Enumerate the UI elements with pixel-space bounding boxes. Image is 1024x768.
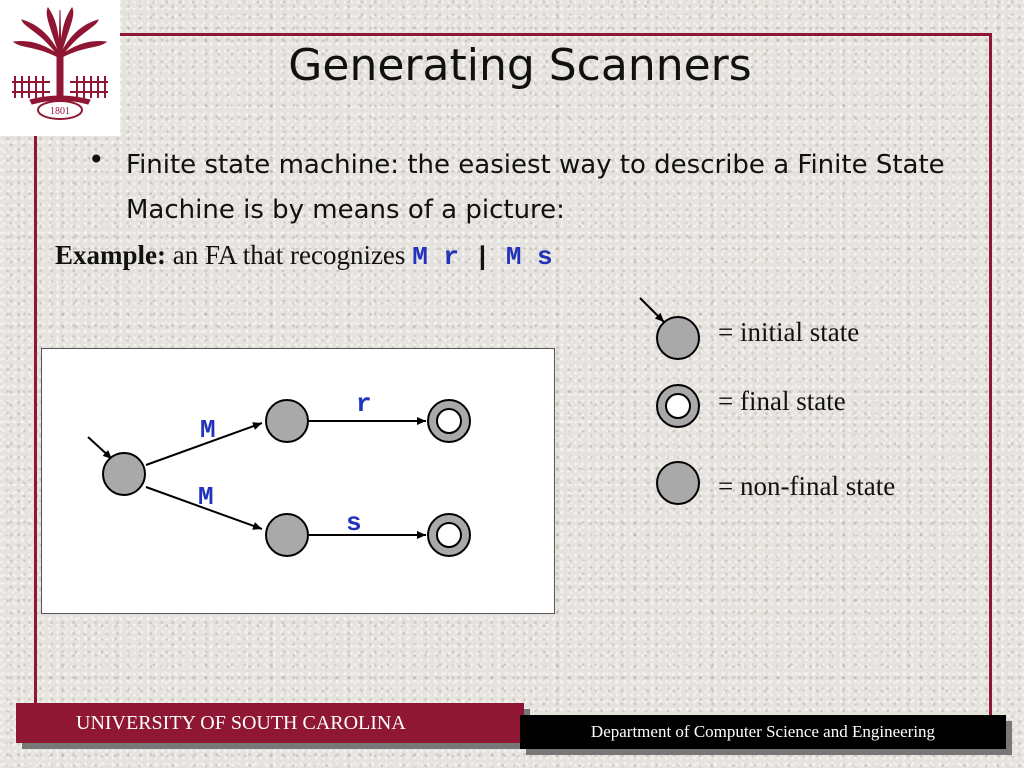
- regex-part-2: M s: [505, 242, 553, 272]
- legend-non-final-label: = non-final state: [718, 471, 896, 501]
- regex-expression: M r | M s: [412, 242, 552, 272]
- slide-title: Generating Scanners: [288, 40, 752, 91]
- example-text: an FA that recognizes: [166, 240, 413, 270]
- footer-university: UNIVERSITY OF SOUTH CAROLINA: [16, 703, 524, 743]
- lower-state-node: [265, 513, 309, 557]
- bullet-marker: •: [88, 143, 105, 176]
- upper-state-node: [265, 399, 309, 443]
- legend-final-state-icon: [656, 384, 700, 428]
- transition-start-to-lower: [145, 486, 263, 530]
- slide-frame-left: [34, 136, 37, 706]
- regex-part-1: M r: [412, 242, 459, 272]
- fa-diagram: M r M s: [41, 348, 555, 614]
- label-bottom-input: M: [198, 482, 214, 512]
- legend-symbols: [639, 297, 700, 505]
- fa-diagram-svg: M r M s: [87, 389, 471, 557]
- label-bottom-output: s: [346, 508, 362, 538]
- university-logo: 1801: [0, 0, 120, 136]
- legend-non-final-state-icon: [656, 461, 700, 505]
- example-line: Example: an FA that recognizes M r | M s: [55, 240, 553, 272]
- upper-final-state-node: [427, 399, 471, 443]
- legend-initial-state-icon: [639, 297, 700, 360]
- initial-state-node: [102, 452, 146, 496]
- label-top-input: M: [200, 415, 216, 445]
- footer-department: Department of Computer Science and Engin…: [520, 715, 1006, 749]
- logo-year: 1801: [50, 106, 70, 117]
- legend-final-label: = final state: [718, 386, 846, 416]
- regex-pipe: |: [474, 242, 491, 272]
- bullet-text: Finite state machine: the easiest way to…: [126, 150, 945, 225]
- example-label: Example:: [55, 240, 166, 270]
- slide-frame-right: [989, 33, 992, 723]
- palmetto-logo-icon: 1801: [12, 6, 108, 120]
- lower-final-state-node: [427, 513, 471, 557]
- label-top-output: r: [356, 389, 372, 419]
- slide-frame-top: [120, 33, 992, 36]
- transition-start-to-upper: [145, 422, 263, 466]
- start-arrow: [87, 436, 113, 460]
- legend-initial-label: = initial state: [718, 317, 860, 347]
